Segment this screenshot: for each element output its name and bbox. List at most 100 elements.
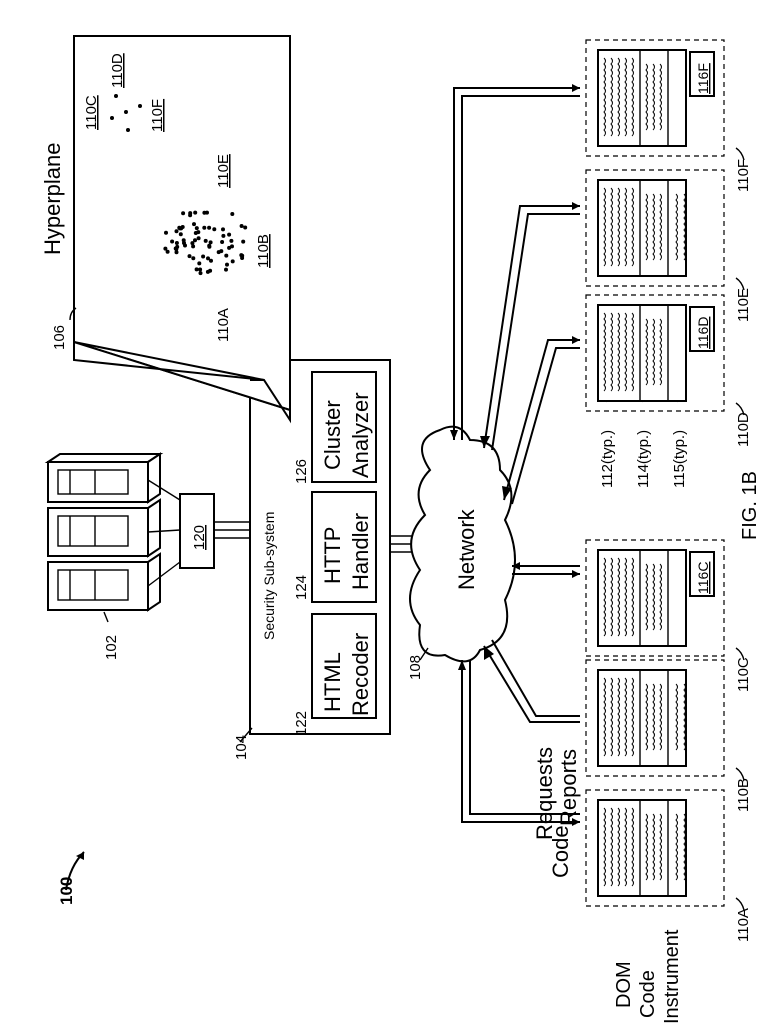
- scatter-point: [182, 241, 186, 245]
- typ-114: 114(typ.): [635, 430, 652, 488]
- point-label-110E: 110E: [215, 154, 232, 188]
- scatter-point: [175, 229, 179, 233]
- requests-label: Requests: [532, 747, 557, 840]
- scatter-point: [212, 227, 216, 231]
- scatter-point: [207, 226, 211, 230]
- module-ref: 122: [293, 711, 310, 736]
- scatter-point: [197, 261, 201, 265]
- scatter-point: [224, 254, 228, 258]
- scatter-point: [241, 240, 245, 244]
- scatter-point: [221, 227, 225, 231]
- point-label-110B: 110B: [255, 234, 272, 268]
- scatter-point: [191, 244, 195, 248]
- server-unit: [48, 454, 160, 502]
- scatter-point: [202, 226, 206, 230]
- scatter-point: [179, 232, 183, 236]
- box-120-label: 120: [191, 525, 208, 550]
- client-device: 110E: [586, 170, 752, 322]
- scatter-point: [201, 255, 205, 259]
- client-device: 116D 110D: [586, 295, 752, 447]
- reports-label: Reports: [556, 749, 581, 826]
- client-ref: 110E: [735, 288, 752, 322]
- scatter-point: [124, 110, 128, 114]
- client-ref: 110A: [735, 908, 752, 942]
- scatter-point: [177, 226, 181, 230]
- scatter-point: [191, 256, 195, 260]
- figure-ref-100: 100: [57, 852, 84, 905]
- scatter-point: [188, 211, 192, 215]
- scatter-point: [192, 222, 196, 226]
- point-label-110A: 110A: [215, 308, 232, 342]
- instrument-label: 116C: [695, 562, 711, 594]
- fig-label: FIG. 1B: [739, 471, 761, 540]
- module-ref: 124: [293, 575, 310, 600]
- server-unit: [48, 500, 160, 556]
- scatter-point: [243, 226, 247, 230]
- network-cloud: Network 108: [407, 427, 515, 680]
- scatter-point: [193, 238, 197, 242]
- client-device: 110B: [586, 660, 752, 812]
- scatter-point: [181, 211, 185, 215]
- scatter-point: [204, 239, 208, 243]
- scatter-point: [197, 236, 201, 240]
- client-ref: 110D: [735, 412, 752, 447]
- client-ref: 110F: [735, 159, 752, 192]
- scatter-point: [126, 128, 130, 132]
- client-devices: 110A 110B 116C 110C 116D 110D 110E 116F 110F: [586, 40, 752, 942]
- security-subsystem-title: Security Sub-system: [261, 512, 277, 640]
- scatter-point: [138, 104, 142, 108]
- scatter-point: [195, 226, 199, 230]
- scatter-point: [240, 224, 244, 228]
- typ-112: 112(typ.): [599, 430, 616, 488]
- client-ref: 110B: [735, 778, 752, 812]
- scatter-point: [231, 259, 235, 263]
- scatter-point: [202, 211, 206, 215]
- hyperplane-title: Hyperplane: [40, 142, 65, 255]
- scatter-point: [199, 271, 203, 275]
- scatter-point: [175, 245, 179, 249]
- client-device: 110A: [586, 790, 752, 942]
- module-ref: 126: [293, 459, 310, 484]
- scatter-point: [240, 256, 244, 260]
- module-line1: HTML: [320, 652, 345, 712]
- module-line2: Recoder: [348, 633, 373, 716]
- scatter-point: [227, 233, 231, 237]
- scatter-point: [170, 240, 174, 244]
- client-ref: 110C: [735, 657, 752, 692]
- scatter-point: [175, 241, 179, 245]
- scatter-point: [221, 234, 225, 238]
- scatter-point: [217, 250, 221, 254]
- server-stack: 102: [48, 454, 180, 660]
- point-label-110F: 110F: [149, 99, 166, 132]
- dom-label-1: DOM: [613, 961, 635, 1008]
- server-ref: 102: [103, 635, 120, 660]
- load-balancer-box: 120: [180, 494, 250, 568]
- security-subsystem: Security Sub-system 104 HTML Recoder 122…: [233, 360, 424, 760]
- server-unit: [48, 554, 160, 610]
- scatter-point: [163, 247, 167, 251]
- module-line1: HTTP: [320, 527, 345, 584]
- scatter-point: [193, 211, 197, 215]
- scatter-point: [114, 94, 118, 98]
- scatter-point: [229, 239, 233, 243]
- scatter-point: [208, 269, 212, 273]
- scatter-point: [220, 240, 224, 244]
- dom-label-2: Code: [637, 970, 659, 1018]
- scatter-point: [225, 263, 229, 267]
- scatter-point: [188, 254, 192, 258]
- security-subsystem-ref: 104: [233, 735, 250, 760]
- dom-label-3: Instrument: [661, 929, 683, 1024]
- network-label: Network: [454, 508, 479, 590]
- scatter-point: [110, 116, 114, 120]
- scatter-point: [198, 268, 202, 272]
- instrument-label: 116F: [695, 63, 711, 94]
- scatter-point: [164, 231, 168, 235]
- point-label-110C: 110C: [83, 95, 100, 130]
- module-line2: Handler: [348, 513, 373, 590]
- hyperplane-ref: 106: [51, 325, 68, 350]
- point-label-110D: 110D: [109, 53, 126, 88]
- scatter-point: [194, 231, 198, 235]
- instrument-label: 116D: [695, 317, 711, 349]
